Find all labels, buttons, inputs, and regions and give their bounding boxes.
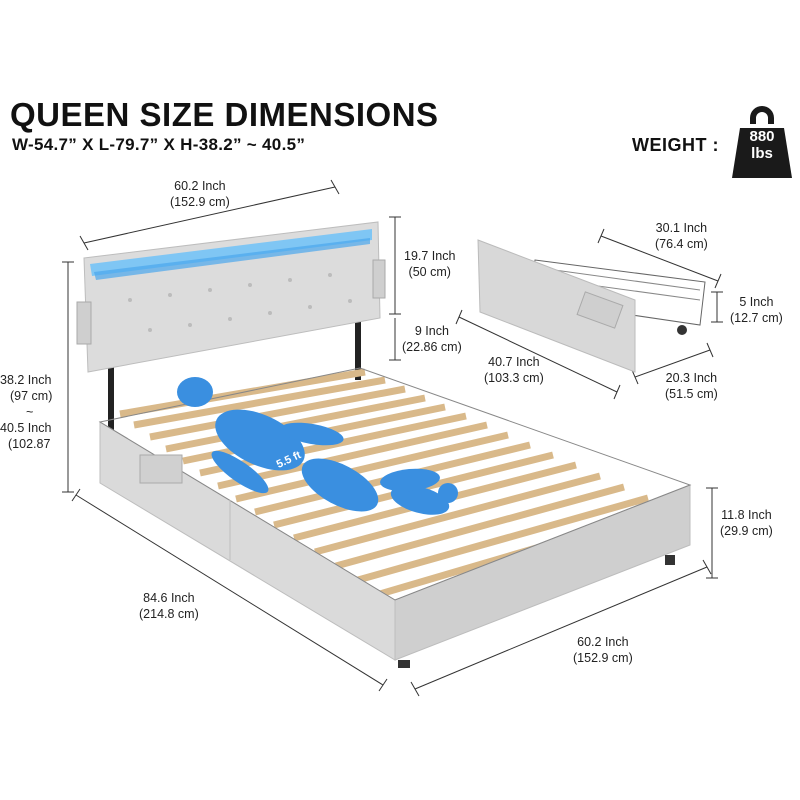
drawer-length-label: 40.7 Inch (103.3 cm) (484, 355, 544, 385)
bed-width-label: 60.2 Inch (152.9 cm) (573, 635, 633, 665)
bed-length-label: 84.6 Inch (214.8 cm) (139, 591, 199, 621)
drawer-width-label: 30.1 Inch (76.4 cm) (655, 221, 708, 251)
kettlebell-weight-icon (732, 106, 792, 178)
mannequin-figure (177, 377, 458, 515)
headboard-height-label: 19.7 Inch (50 cm) (404, 249, 456, 279)
weight-unit: lbs (751, 145, 773, 162)
headboard-width-label: 60.2 Inch (152.9 cm) (170, 179, 230, 209)
weight-number: 880 (749, 128, 775, 145)
drawer-depth-label: 20.3 Inch (51.5 cm) (665, 371, 718, 401)
bed-frame (98, 367, 692, 668)
page-title: QUEEN SIZE DIMENSIONS (10, 96, 439, 133)
frame-height-label: 11.8 Inch (29.9 cm) (720, 508, 773, 538)
dimension-lines (62, 179, 723, 697)
storage-drawer (477, 239, 706, 373)
total-height-label: 38.2 Inch (97 cm) ~ 40.5 Inch (102.87 (0, 373, 53, 451)
weight-value: 880 lbs (730, 128, 794, 162)
headboard (76, 221, 386, 488)
overall-dimensions-subtitle: W-54.7” X L-79.7” X H-38.2” ~ 40.5” (12, 135, 306, 154)
drawer-height-label: 5 Inch (12.7 cm) (730, 295, 783, 325)
headboard-gap-label: 9 Inch (22.86 cm) (402, 324, 462, 354)
weight-label: WEIGHT : (632, 135, 719, 155)
